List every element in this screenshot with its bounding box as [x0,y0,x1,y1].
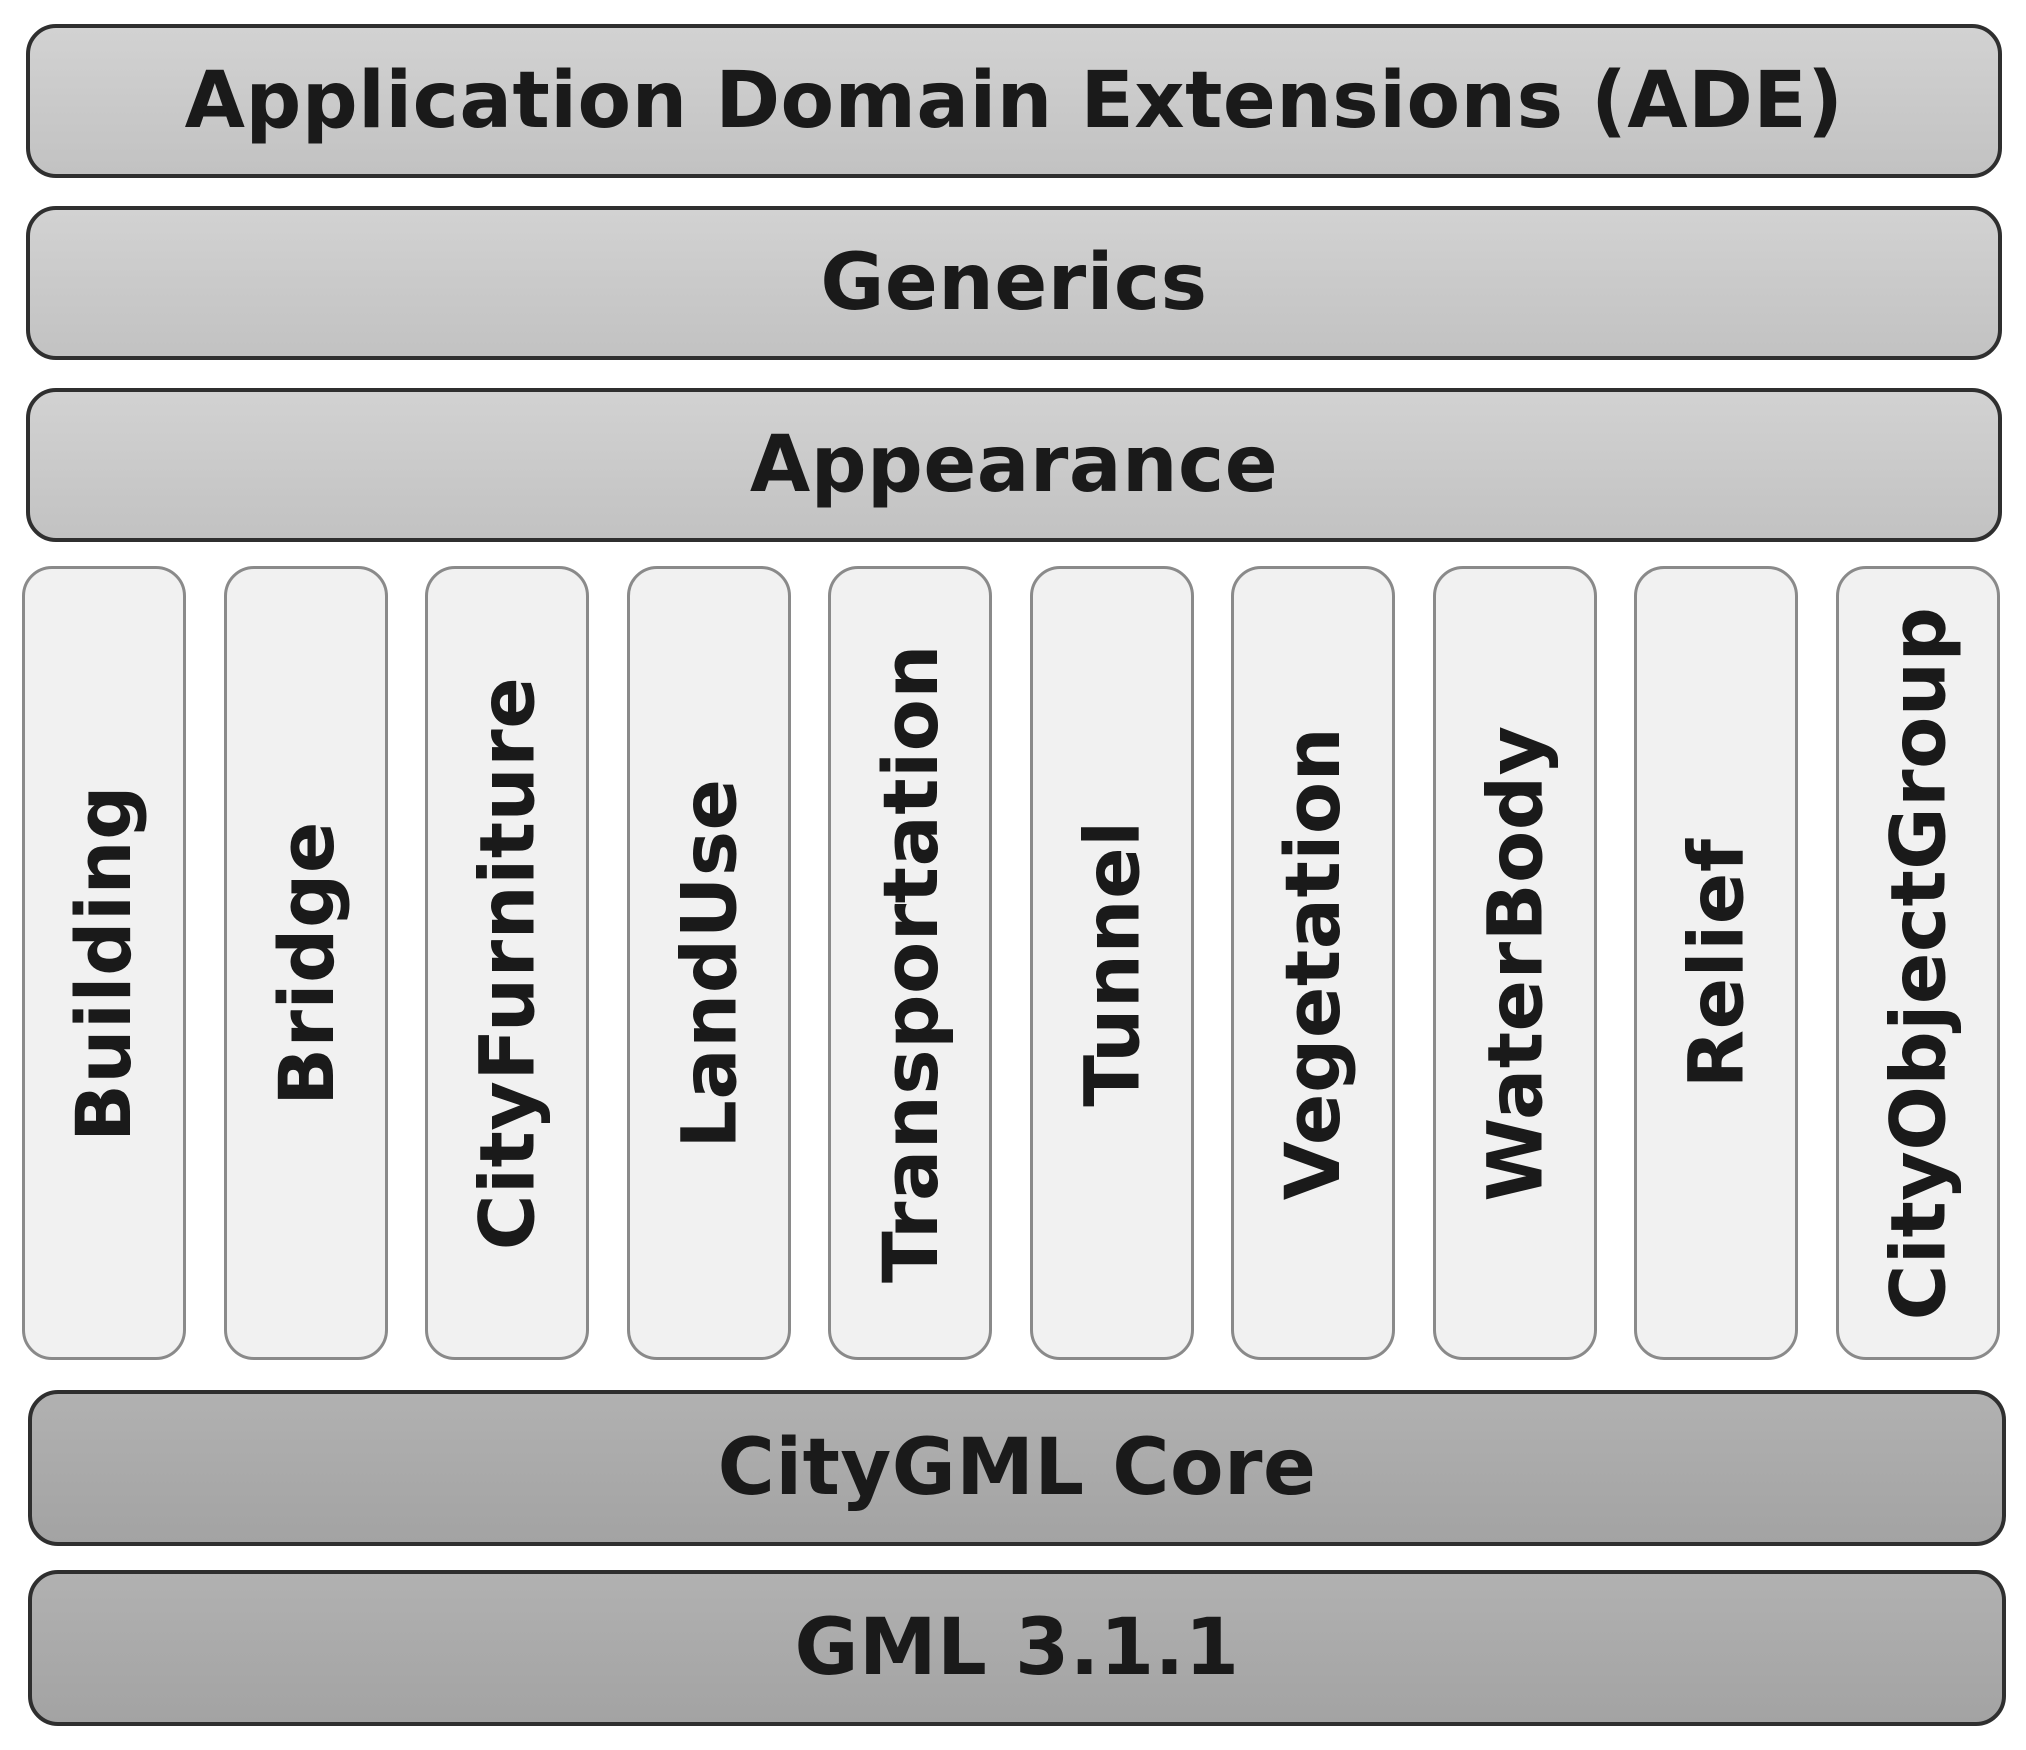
module-label-cityfurniture: CityFurniture [462,676,552,1250]
gml-layer: GML 3.1.1 [28,1570,2006,1726]
gml-layer-label: GML 3.1.1 [794,1603,1240,1693]
module-relief: Relief [1634,566,1798,1360]
module-transportation: Transportation [828,566,992,1360]
module-label-cityobjectgroup: CityObjectGroup [1873,606,1963,1320]
module-label-bridge: Bridge [261,820,351,1106]
module-label-building: Building [59,784,149,1142]
appearance-layer: Appearance [26,388,2002,542]
ade-layer: Application Domain Extensions (ADE) [26,24,2002,178]
citygml-core-layer-label: CityGML Core [717,1423,1317,1513]
module-tunnel: Tunnel [1030,566,1194,1360]
appearance-layer-label: Appearance [749,420,1279,510]
module-label-landuse: LandUse [664,777,754,1149]
citygml-core-layer: CityGML Core [28,1390,2006,1546]
module-label-waterbody: WaterBody [1470,724,1560,1202]
module-landuse: LandUse [627,566,791,1360]
module-label-transportation: Transportation [865,643,955,1283]
module-cityfurniture: CityFurniture [425,566,589,1360]
module-vegetation: Vegetation [1231,566,1395,1360]
module-label-tunnel: Tunnel [1067,819,1157,1107]
ade-layer-label: Application Domain Extensions (ADE) [184,56,1844,146]
thematic-modules-row: Building Bridge CityFurniture LandUse Tr… [22,566,2002,1360]
module-bridge: Bridge [224,566,388,1360]
module-building: Building [22,566,186,1360]
module-label-vegetation: Vegetation [1268,726,1358,1200]
generics-layer-label: Generics [820,238,1208,328]
generics-layer: Generics [26,206,2002,360]
module-label-relief: Relief [1671,838,1761,1088]
module-cityobjectgroup: CityObjectGroup [1836,566,2000,1360]
module-waterbody: WaterBody [1433,566,1597,1360]
